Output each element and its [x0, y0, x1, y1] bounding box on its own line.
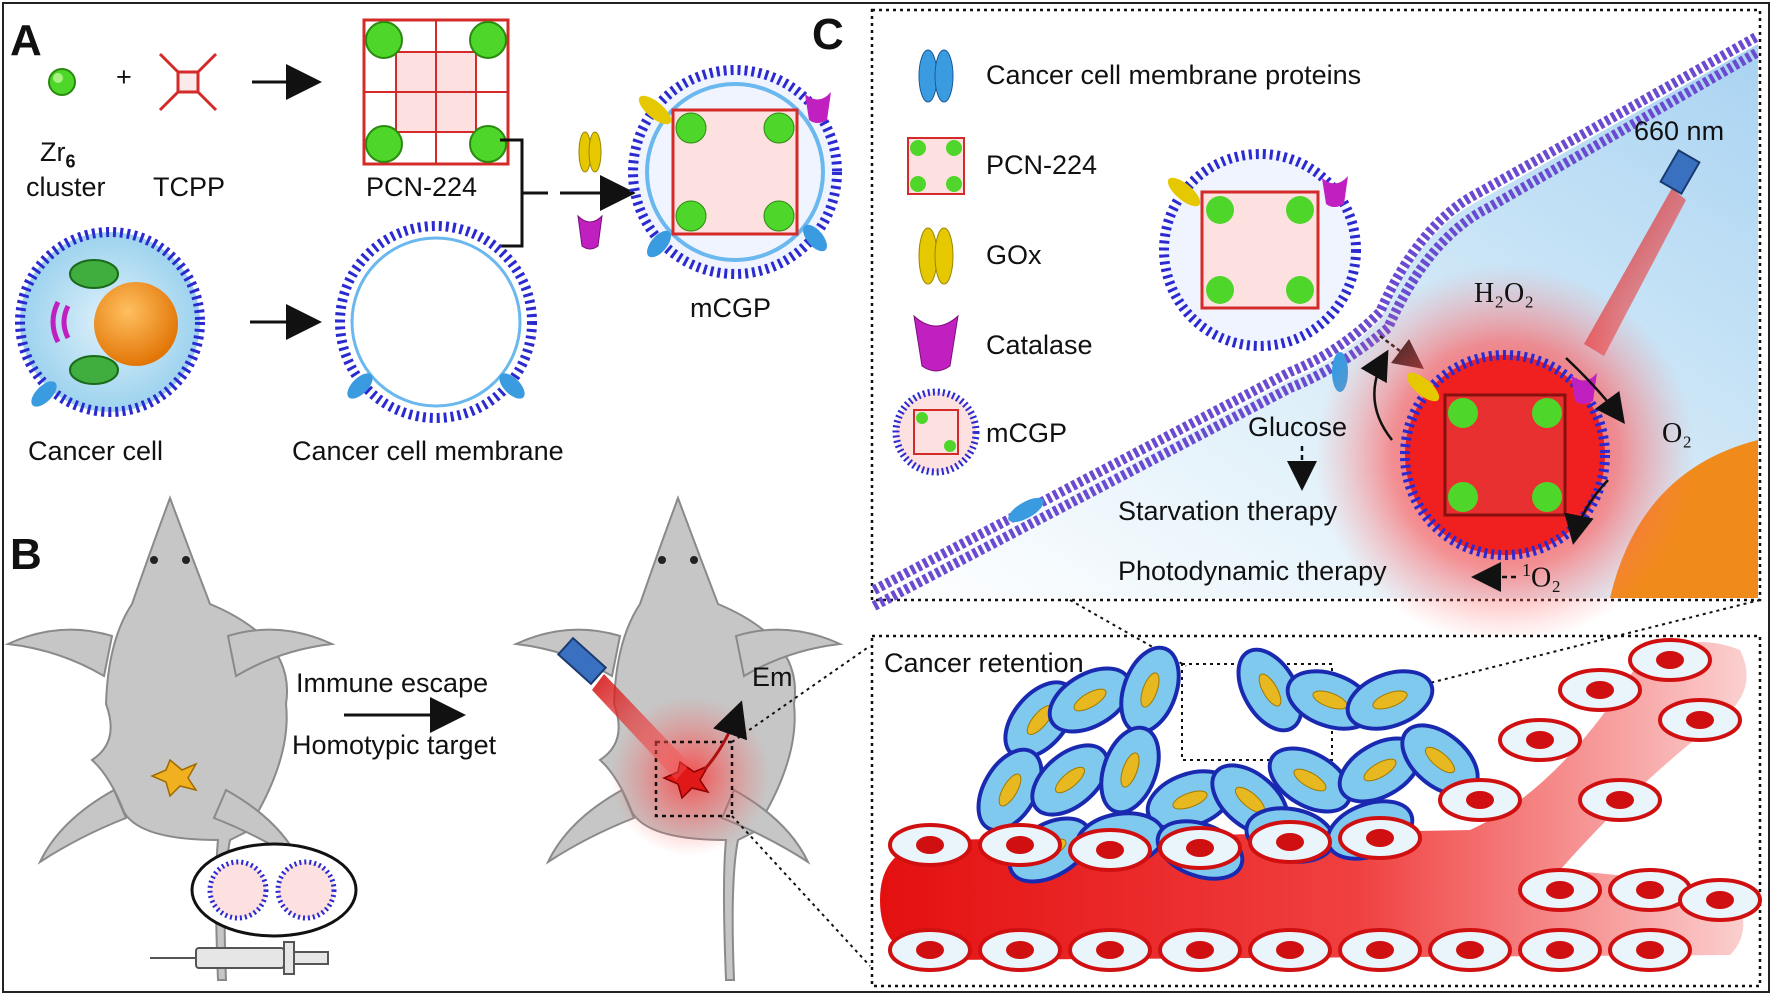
starvation-therapy-label: Starvation therapy [1118, 496, 1338, 526]
endothelial-cell [1158, 928, 1242, 972]
zoom-box [654, 740, 734, 818]
legend-label-0: Cancer cell membrane proteins [986, 60, 1362, 90]
laser-beam-c [1584, 188, 1686, 356]
endothelial-cell [978, 823, 1062, 867]
legend-pcn224-icon [907, 137, 965, 195]
laser-device-icon [556, 636, 608, 686]
mcgp-particle-icon [628, 65, 842, 279]
endothelial-cell [1608, 868, 1692, 912]
tumor-cell [1099, 725, 1161, 815]
legend-label-1: PCN-224 [986, 150, 1098, 180]
panel-letter-a: A [10, 16, 42, 65]
endothelial-cell [1438, 778, 1522, 822]
panel-letter-c: C [812, 10, 844, 59]
legend-mcgp-icon [892, 388, 980, 476]
tumor-cell [976, 747, 1044, 833]
tumor-cell [1337, 736, 1423, 804]
cluster-label: cluster [26, 172, 106, 202]
photodynamic-therapy-label: Photodynamic therapy [1118, 556, 1387, 586]
legend-membrane-protein-icon [918, 49, 954, 103]
cancer-cell-label: Cancer cell [28, 436, 164, 466]
homotypic-target-label: Homotypic target [292, 730, 497, 760]
endothelial-cell [1628, 638, 1712, 682]
endothelial-cell [1518, 928, 1602, 972]
tumor-cell [1345, 669, 1435, 731]
endothelial-cell [978, 928, 1062, 972]
cancer-cell-icon [15, 227, 205, 417]
mouse-eye [658, 556, 666, 564]
legend-gox-icon [918, 227, 954, 285]
cancer-membrane-label: Cancer cell membrane [292, 436, 564, 466]
membrane-vesicle-icon [335, 221, 537, 423]
bracket [500, 138, 548, 248]
pcn224-label: PCN-224 [366, 172, 478, 202]
plus-sign: + [116, 62, 132, 92]
legend-label-3: Catalase [986, 330, 1093, 360]
endothelial-cell [1678, 878, 1762, 922]
zr6-cluster-icon [48, 68, 76, 96]
mouse-eye [690, 556, 698, 564]
laser-wavelength-label: 660 nm [1634, 116, 1725, 146]
endothelial-cell [1518, 868, 1602, 912]
legend-catalase-icon [913, 314, 959, 372]
endothelial-cell [1158, 826, 1242, 870]
catalase-small-icon [577, 214, 603, 250]
emission-arrow [702, 700, 748, 772]
endothelial-cell [1068, 928, 1152, 972]
mcgp-label: mCGP [690, 293, 771, 323]
tumor-untreated-icon [150, 758, 198, 798]
zr6-label: Zr6 [40, 137, 76, 172]
emission-label: Em [752, 662, 793, 692]
endothelial-cell [888, 928, 972, 972]
glucose-label: Glucose [1248, 412, 1348, 442]
pcn224-framework-icon [362, 18, 510, 166]
endothelial-cell [1068, 828, 1152, 872]
endothelial-cell [1338, 816, 1422, 860]
tumor-cell [1267, 746, 1353, 814]
endothelial-cell [1558, 668, 1642, 712]
endothelial-cell [888, 823, 972, 867]
panel-letter-b: B [10, 530, 42, 579]
cell-membrane [871, 31, 1761, 595]
immune-escape-label: Immune escape [296, 668, 489, 698]
mcgp-internalized-icon [1400, 350, 1610, 560]
mcgp-bubble-icon [190, 842, 358, 938]
legend-label-2: GOx [986, 240, 1042, 270]
mouse-eye [182, 556, 190, 564]
o2-label: O₂ [1662, 418, 1692, 449]
laser-device-c-icon [1659, 149, 1701, 195]
tumor-treated-icon [662, 760, 710, 800]
endothelial-cell [1248, 820, 1332, 864]
legend-label-4: mCGP [986, 418, 1067, 448]
tcpp-label: TCPP [153, 172, 226, 202]
endothelial-cell [1658, 698, 1742, 742]
h2o2-label: H₂O₂ [1474, 278, 1534, 309]
gox-small-icon [578, 131, 602, 173]
endothelial-cell [1338, 928, 1422, 972]
cancer-retention-label: Cancer retention [884, 648, 1084, 678]
endothelial-cell [1578, 778, 1662, 822]
endothelial-cell [1248, 928, 1332, 972]
singlet-oxygen-label: 1O₂ [1522, 560, 1561, 594]
mcgp-approaching-icon [1159, 149, 1361, 351]
endothelial-cell [1498, 718, 1582, 762]
tumor-cell [1030, 743, 1110, 817]
endothelial-cell [1428, 928, 1512, 972]
panel-a [15, 18, 842, 423]
endothelial-cell [1608, 928, 1692, 972]
syringe-icon [150, 941, 329, 975]
tcpp-icon [158, 52, 218, 112]
mouse-eye [150, 556, 158, 564]
panel-b [4, 495, 871, 981]
laser-beam [592, 674, 690, 780]
endothelial-cells [888, 638, 1762, 972]
